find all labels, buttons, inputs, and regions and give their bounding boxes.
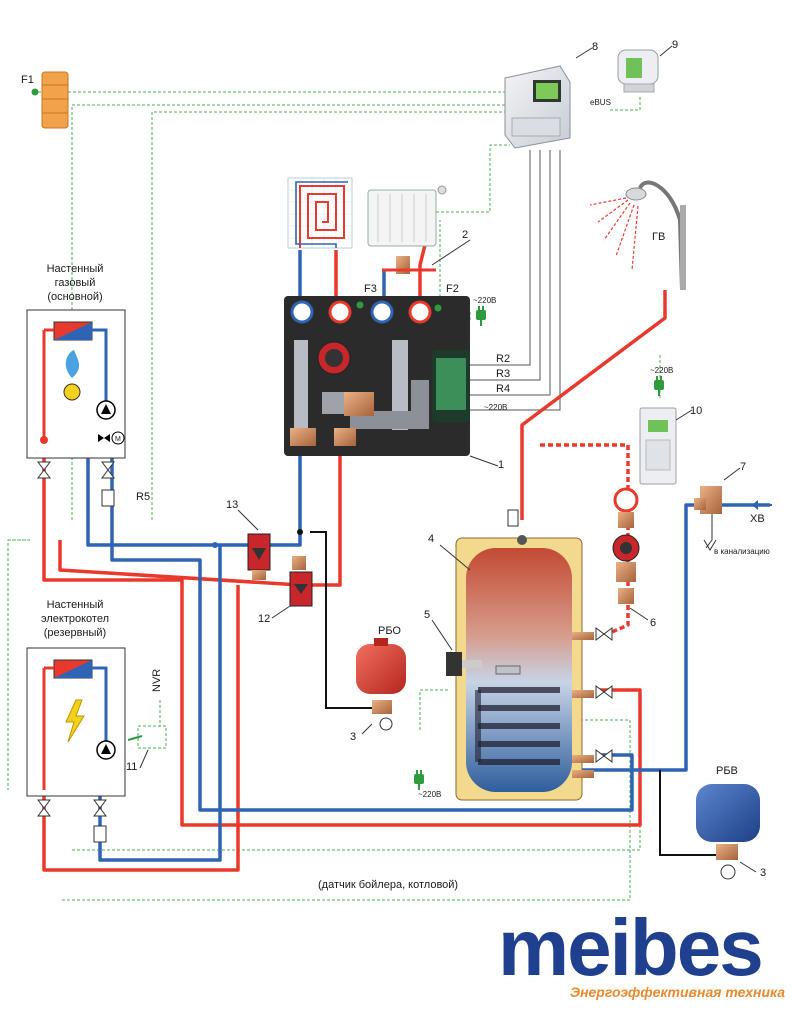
brand: meibes Энергоэффективная техника <box>498 903 785 1000</box>
expansion-vessel-rbo: РБО 3 <box>350 625 406 743</box>
label-f1: F1 <box>21 74 34 86</box>
expansion-vessel-rbv: РБВ 3 <box>696 765 766 880</box>
tank-valves <box>595 627 613 763</box>
electric-heater-5: 5 ~220В <box>414 609 482 799</box>
lightning-icon <box>65 699 85 743</box>
gas-boiler-title-2: газовый <box>55 277 96 289</box>
callout-11: 11 <box>126 761 137 773</box>
flame-icon <box>65 350 80 378</box>
brand-logo: meibes <box>498 903 762 992</box>
gas-boiler-title-1: Настенный <box>47 263 104 275</box>
electric-boiler-title-3: (резервный) <box>44 627 106 639</box>
callout-10: 10 <box>690 405 702 417</box>
callout-1: 1 <box>498 459 504 471</box>
outdoor-sensor-f1: F1 <box>21 71 69 129</box>
expansion-lines <box>310 531 720 856</box>
callout-5: 5 <box>424 609 430 621</box>
timer-10: ~220В 10 <box>639 366 702 485</box>
label-gv: ГВ <box>652 231 665 243</box>
label-220-r: ~220В <box>484 403 507 412</box>
controller-8: eBUS 8 <box>504 41 611 149</box>
supply-pipes <box>42 244 667 872</box>
label-f3: F3 <box>364 283 377 295</box>
label-drain: в канализацию <box>714 547 770 556</box>
label-rbv: РБВ <box>716 765 738 777</box>
svg-text:M: M <box>115 436 121 443</box>
label-r2: R2 <box>496 353 510 365</box>
sensor-note: (датчик бойлера, котловой) <box>318 879 458 891</box>
gauges <box>290 300 432 324</box>
callout-3b: 3 <box>760 867 766 879</box>
electric-boiler-title-1: Настенный <box>47 599 104 611</box>
brand-tagline: Энергоэффективная техника <box>570 984 785 1000</box>
storage-tank-4: 4 <box>428 509 594 801</box>
motor-icon <box>111 431 125 445</box>
relay-11: NVR 11 <box>126 669 167 773</box>
label-r5: R5 <box>136 491 150 503</box>
callout-4: 4 <box>428 533 434 545</box>
label-rbo: РБО <box>378 625 401 637</box>
label-r3: R3 <box>496 368 510 380</box>
callout-7: 7 <box>740 461 746 473</box>
label-xv: ХВ <box>750 513 765 525</box>
boiler-valves <box>37 461 115 843</box>
callout-9: 9 <box>672 39 678 51</box>
safety-group-7: 7 ХВ в канализацию <box>694 461 772 556</box>
electric-boiler: Настенный электрокотел (резервный) <box>26 599 126 797</box>
label-f2: F2 <box>446 283 459 295</box>
plug-icon <box>476 306 486 326</box>
mixing-unit-1: F3 F2 1 <box>284 283 504 471</box>
recirculation-group-6: 6 <box>612 487 656 629</box>
radiator: 2 <box>367 185 471 274</box>
relay-labels: R2 R3 R4 ~220В ~220В <box>473 296 510 412</box>
callout-8: 8 <box>592 41 598 53</box>
separator-13: 13 <box>212 499 303 580</box>
floor-heating-coil <box>287 177 353 249</box>
sensor-dot-icon <box>31 88 39 96</box>
gas-boiler: Настенный газовый (основной) M <box>26 263 126 459</box>
callout-3a: 3 <box>350 731 356 743</box>
callout-13: 13 <box>226 499 238 511</box>
label-r4: R4 <box>496 383 510 395</box>
electric-boiler-title-2: электрокотел <box>41 613 109 625</box>
gas-boiler-title-3: (основной) <box>47 291 102 303</box>
label-220-heater: ~220В <box>418 790 441 799</box>
label-ebus: eBUS <box>590 98 611 107</box>
label-220-timer: ~220В <box>650 366 673 375</box>
callout-2: 2 <box>462 229 468 241</box>
callout-6: 6 <box>650 617 656 629</box>
room-thermostat-9: 9 <box>617 39 678 93</box>
separator-12: 12 <box>258 556 313 625</box>
shower: ГВ <box>589 180 686 291</box>
label-220-unit: ~220В <box>473 296 496 305</box>
control-wires <box>450 150 561 411</box>
label-nvr: NVR <box>151 669 163 692</box>
callout-12: 12 <box>258 613 270 625</box>
